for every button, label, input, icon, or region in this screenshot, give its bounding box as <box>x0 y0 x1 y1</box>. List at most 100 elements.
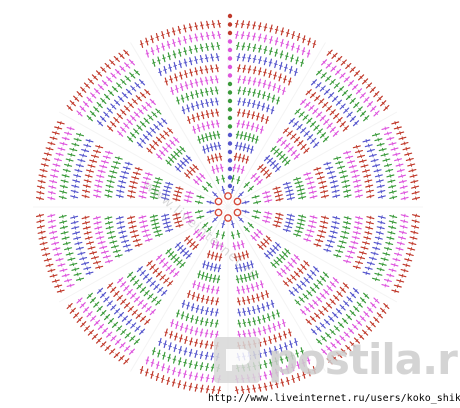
stitch-crossbar <box>193 165 198 169</box>
stitch-crossbar <box>267 236 271 241</box>
stitch-crossbar <box>92 159 95 164</box>
stitch-crossbar <box>237 311 242 314</box>
stitch-crossbar <box>131 225 134 229</box>
stitch-crossbar <box>347 113 352 117</box>
stitch-crossbar <box>152 112 156 117</box>
stitch-crossbar <box>245 253 250 256</box>
stitch-crossbar <box>316 327 321 331</box>
stitch-crossbar <box>351 342 355 346</box>
stitch-crossbar <box>41 174 44 178</box>
stitch-crossbar <box>145 291 149 295</box>
stitch-crossbar <box>164 80 169 83</box>
stitch-crossbar <box>214 89 219 92</box>
stitch-crossbar <box>369 189 371 194</box>
stitch-crossbar <box>204 136 209 139</box>
stitch-crossbar <box>377 236 380 241</box>
stitch-crossbar <box>361 112 365 116</box>
stitch-crossbar <box>98 144 101 149</box>
stitch-crossbar <box>62 190 65 194</box>
stitch-crossbar <box>410 163 413 167</box>
stitch-crossbar <box>392 214 395 219</box>
stitch-crossbar <box>137 314 141 318</box>
stitch-crossbar <box>217 267 222 270</box>
stitch-crossbar <box>319 99 323 104</box>
stitch-crossbar <box>276 220 279 224</box>
stitch-crossbar <box>156 300 161 305</box>
stitch-crossbar <box>117 156 120 161</box>
stitch-crossbar <box>367 179 370 183</box>
stitch-crossbar <box>119 54 124 58</box>
stitch-crossbar <box>347 95 351 99</box>
stitch-crossbar <box>305 278 309 282</box>
stitch-crossbar <box>91 316 95 321</box>
stitch-crossbar <box>301 50 306 53</box>
stitch-crossbar <box>190 105 195 108</box>
stitch-crossbar <box>214 78 219 81</box>
stitch-crossbar <box>234 22 239 25</box>
stitch-crossbar <box>39 213 41 218</box>
stitch-crossbar <box>367 231 370 235</box>
stitch-crossbar <box>109 91 113 95</box>
stitch-crossbar <box>307 40 312 43</box>
stitch-crossbar <box>196 296 200 299</box>
stitch-crossbar <box>67 163 70 168</box>
stitch-crossbar <box>74 313 78 317</box>
stitch-crossbar <box>194 386 199 389</box>
stitch-crossbar <box>263 48 268 51</box>
stitch-crossbar <box>85 220 87 225</box>
stitch-crossbar <box>322 73 326 78</box>
stitch-crossbar <box>359 335 363 339</box>
stitch-crossbar <box>322 225 325 229</box>
stitch-crossbar <box>264 239 268 244</box>
stitch-crossbar <box>103 329 107 333</box>
stitch-crossbar <box>118 114 122 118</box>
stitch-crossbar <box>67 278 69 283</box>
stitch-crossbar <box>115 249 118 254</box>
stitch-crossbar <box>121 179 124 184</box>
ring-stitch <box>233 197 242 206</box>
stitch-crossbar <box>85 184 88 188</box>
stitch-crossbar <box>98 230 101 235</box>
stitch-crossbar <box>251 137 255 140</box>
stitch-crossbar <box>200 297 205 300</box>
stitch-crossbar <box>340 244 342 249</box>
stitch-crossbar <box>284 356 289 359</box>
stitch-crossbar <box>251 274 255 277</box>
stitch-crossbar <box>270 109 275 112</box>
chain-dot <box>227 47 233 53</box>
stitch-crossbar <box>255 127 260 129</box>
stitch-crossbar <box>388 168 391 173</box>
stitch-crossbar <box>64 173 67 178</box>
stitch-crossbar <box>323 189 326 194</box>
stitch-crossbar <box>130 194 133 199</box>
stitch-crossbar <box>277 88 281 90</box>
stitch-crossbar <box>371 322 375 326</box>
stitch-crossbar <box>52 136 55 141</box>
stitch-crossbar <box>357 89 361 93</box>
stitch-crossbar <box>347 315 351 319</box>
stitch-crossbar <box>78 163 81 168</box>
stitch-crossbar <box>62 268 65 273</box>
stitch-crossbar <box>155 364 160 367</box>
stitch-crossbar <box>399 279 402 283</box>
stitch-crossbar <box>180 97 185 100</box>
stitch-crossbar <box>86 179 89 183</box>
stitch-crossbar <box>309 106 314 110</box>
stitch-crossbar <box>75 231 78 235</box>
chain-dot <box>227 56 233 61</box>
stitch-crossbar <box>169 333 173 336</box>
stitch-crossbar <box>392 195 395 200</box>
stitch-crossbar <box>308 176 310 181</box>
stitch-crossbar <box>345 225 348 230</box>
stitch-crossbar <box>311 93 315 97</box>
stitch-crossbar <box>172 358 177 361</box>
stitch-crossbar <box>336 156 339 161</box>
stitch-crossbar <box>204 90 209 93</box>
stitch-crossbar <box>41 236 44 240</box>
ring-stitch <box>214 197 223 206</box>
stitch-crossbar <box>354 121 358 125</box>
stitch-crossbar <box>319 310 323 315</box>
stitch-crossbar <box>143 224 146 229</box>
stitch-crossbar <box>118 194 121 199</box>
stitch-crossbar <box>210 254 215 257</box>
